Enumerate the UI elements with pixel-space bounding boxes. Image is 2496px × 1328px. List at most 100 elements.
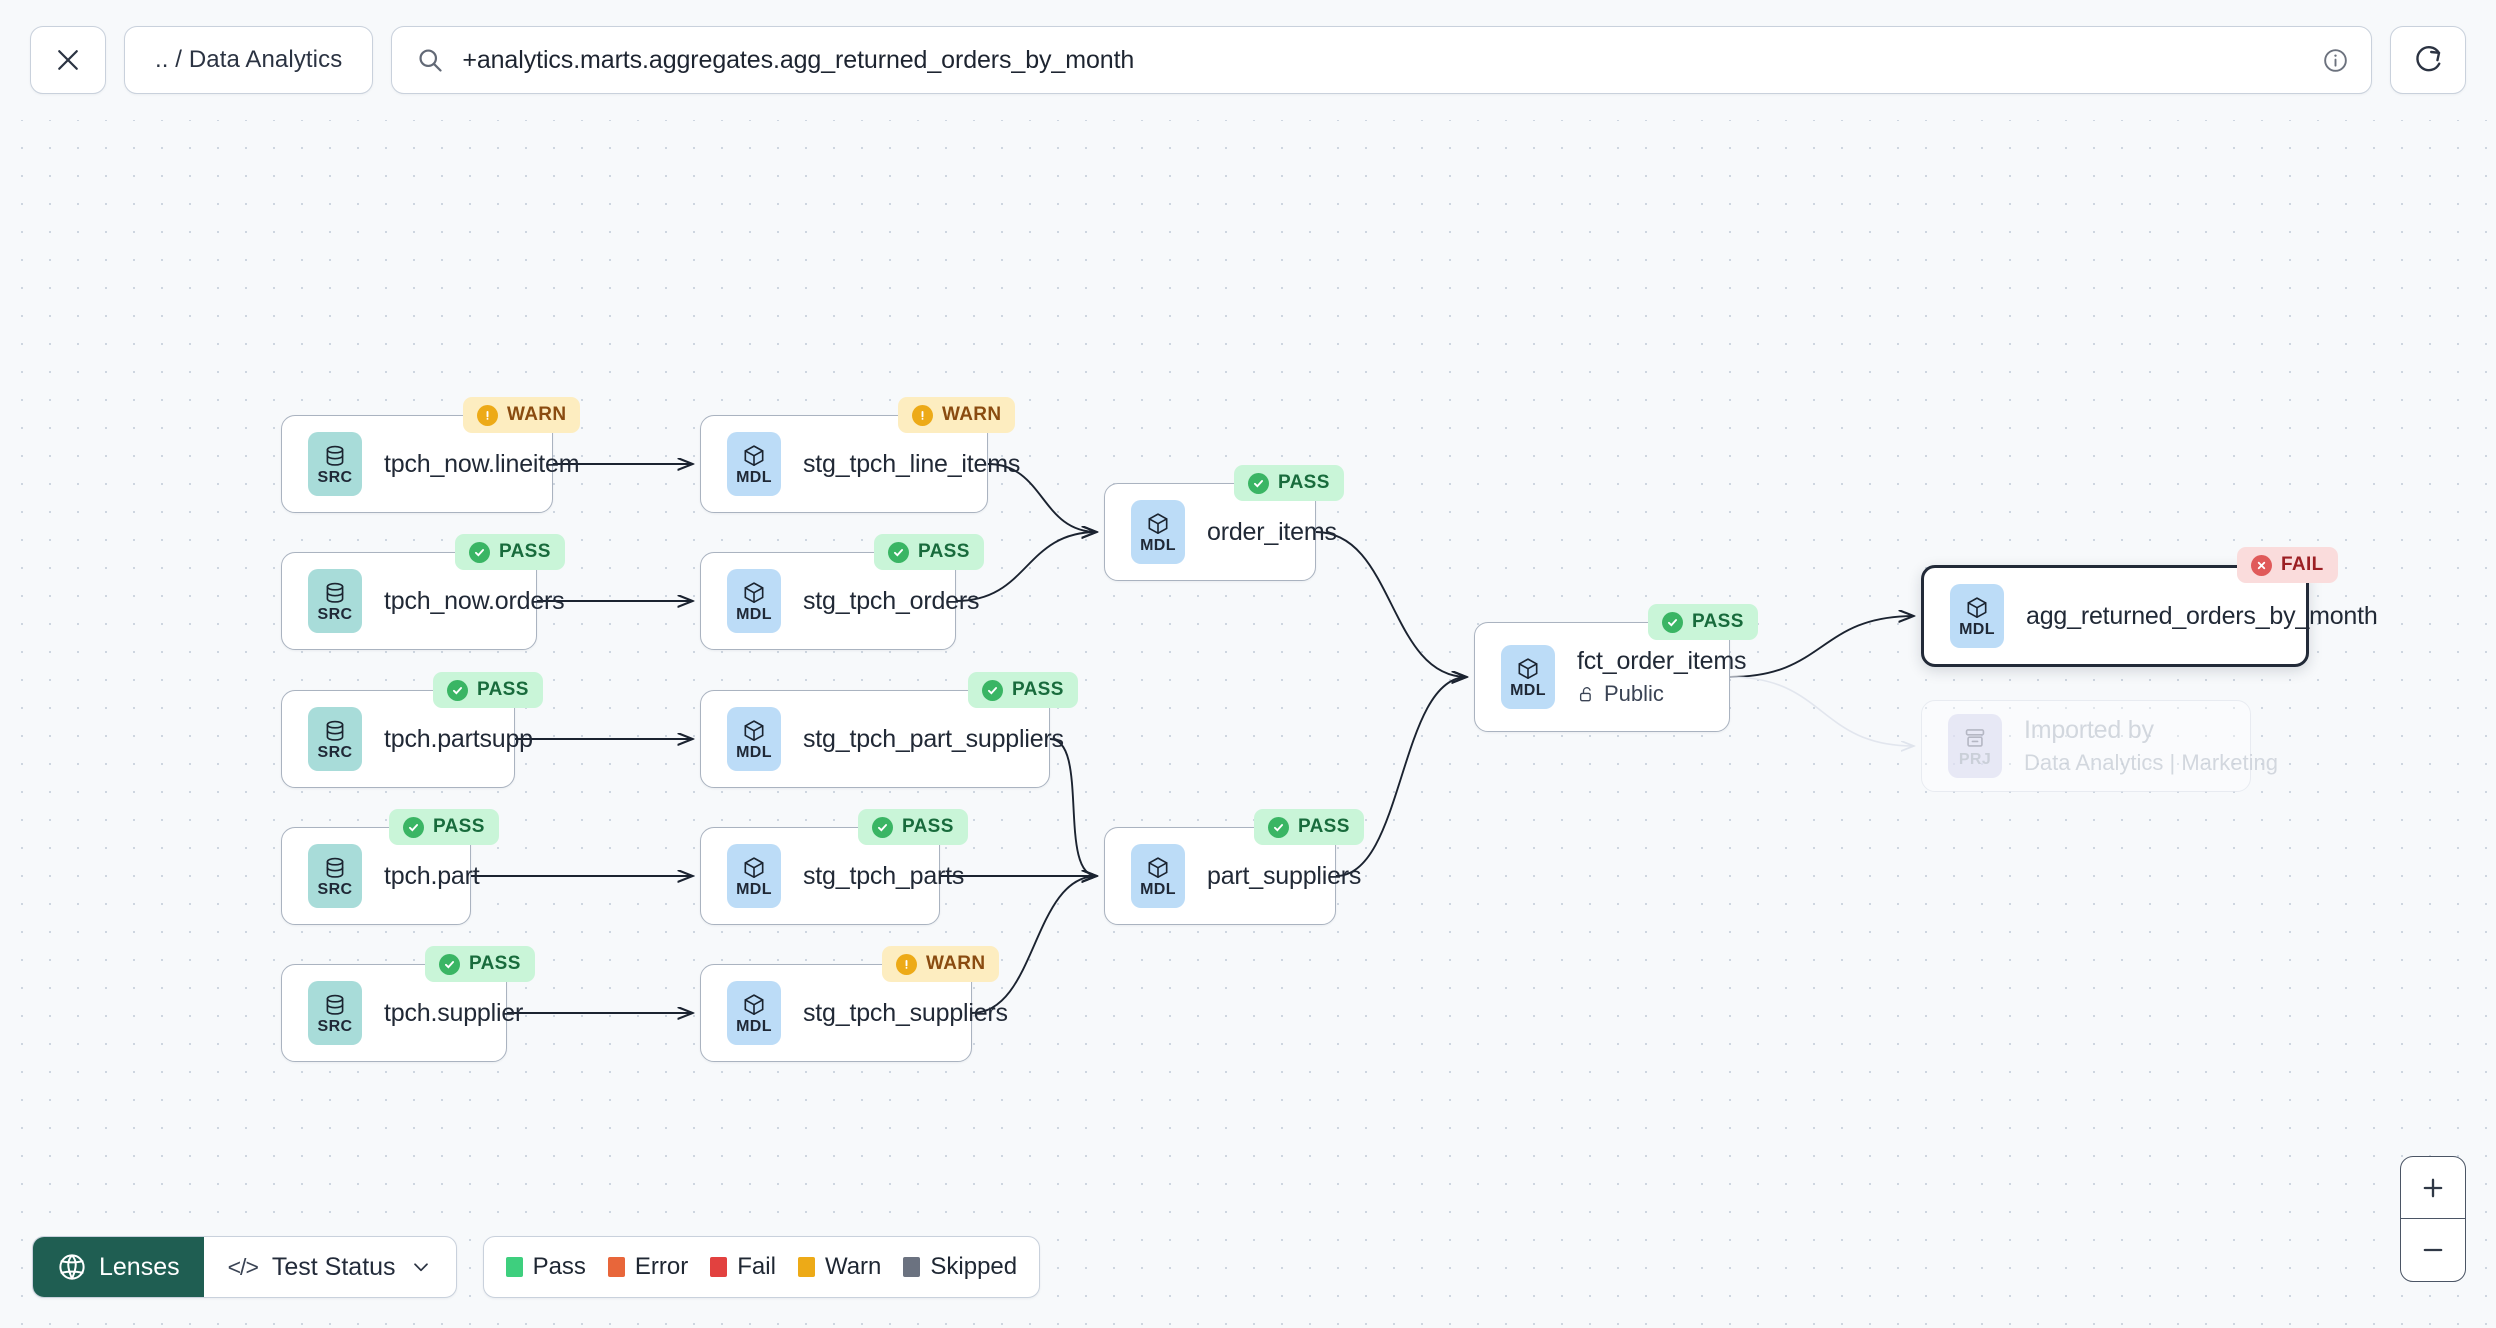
status-badge-label: PASS: [918, 541, 970, 562]
cube-icon: [744, 444, 764, 466]
status-badge-warn[interactable]: WARN: [882, 946, 1000, 982]
database-icon: [326, 445, 344, 466]
status-badge-pass[interactable]: PASS: [1234, 465, 1344, 501]
info-icon[interactable]: [2322, 47, 2349, 74]
status-badge-pass[interactable]: PASS: [1648, 604, 1758, 640]
node-subtitle-label: Public: [1604, 681, 1664, 706]
node-type-label: MDL: [736, 468, 772, 486]
node-text: stg_tpch_line_items: [803, 450, 1020, 479]
node-type-label: SRC: [317, 880, 353, 898]
status-badge-pass[interactable]: PASS: [455, 534, 565, 570]
status-badge-warn[interactable]: WARN: [898, 397, 1016, 433]
refresh-button[interactable]: [2390, 26, 2466, 94]
lineage-edge: [1315, 531, 1467, 677]
legend-label: Error: [634, 1253, 689, 1280]
breadcrumb-label: .. / Data Analytics: [155, 46, 343, 73]
search-icon: [419, 49, 442, 72]
legend-swatch: [797, 1257, 815, 1277]
legend-item-skipped[interactable]: Skipped: [903, 1253, 1017, 1281]
status-badge-pass[interactable]: PASS: [968, 672, 1078, 708]
test-status-dropdown[interactable]: </> Test Status: [204, 1237, 456, 1297]
code-icon: </>: [227, 1253, 259, 1280]
legend-label: Skipped: [930, 1253, 1018, 1280]
status-badge-label: WARN: [507, 404, 567, 425]
check-icon: [877, 823, 888, 832]
search-input[interactable]: [462, 45, 2304, 75]
lineage-edge: [955, 532, 1097, 602]
status-dot: [1268, 816, 1289, 838]
node-text: Imported by Data Analytics | Marketing: [2024, 716, 2278, 776]
lenses-button[interactable]: Lenses: [33, 1237, 204, 1297]
node-name: tpch.supplier: [384, 998, 524, 1027]
lineage-node-tpch_part[interactable]: SRC tpch.part: [281, 827, 480, 925]
lineage-edge: [1335, 677, 1467, 877]
x-icon: [2257, 561, 2266, 569]
cube-icon: [1967, 596, 1987, 618]
status-badge-pass[interactable]: PASS: [425, 946, 535, 982]
status-badge-pass[interactable]: PASS: [874, 534, 984, 570]
node-name: tpch.part: [384, 861, 480, 890]
status-dot: [982, 679, 1003, 701]
legend-item-error[interactable]: Error: [607, 1253, 689, 1281]
node-type-badge-mdl: MDL: [727, 432, 781, 496]
node-text: agg_returned_orders_by_month: [2026, 602, 2378, 631]
node-name: tpch_now.orders: [384, 586, 565, 615]
node-text: tpch_now.lineitem: [384, 450, 580, 479]
search-bar[interactable]: [391, 26, 2372, 94]
zoom-in-button[interactable]: [2401, 1157, 2465, 1219]
status-dot: [477, 404, 498, 426]
legend-item-warn[interactable]: Warn: [797, 1253, 881, 1281]
breadcrumb[interactable]: .. / Data Analytics: [124, 26, 374, 94]
status-dot: [447, 679, 468, 701]
close-button[interactable]: [30, 26, 106, 94]
exclamation-icon: [921, 410, 924, 420]
bottom-toolbar: Lenses </> Test Status Pass Error Fail Warn…: [32, 1236, 1041, 1298]
lineage-node-tpch_now_orders[interactable]: SRC tpch_now.orders: [281, 552, 565, 650]
node-text: tpch.supplier: [384, 998, 524, 1028]
node-name: part_suppliers: [1207, 861, 1362, 890]
legend-item-pass[interactable]: Pass: [505, 1253, 586, 1281]
database-icon: [326, 582, 344, 603]
node-name: Imported by: [2024, 716, 2154, 744]
status-badge-pass[interactable]: PASS: [433, 672, 543, 708]
lineage-edges: [470, 100, 2496, 1328]
status-dot: [439, 953, 460, 975]
status-badge-pass[interactable]: PASS: [389, 809, 499, 845]
top-toolbar: .. / Data Analytics: [0, 0, 2496, 120]
chevron-down-icon: [413, 1263, 428, 1272]
zoom-out-button[interactable]: [2401, 1219, 2465, 1281]
database-icon: [326, 994, 344, 1015]
legend-swatch: [505, 1257, 523, 1277]
status-badge-pass[interactable]: PASS: [858, 809, 968, 845]
status-dot: [912, 404, 933, 426]
status-badge-label: PASS: [1298, 816, 1350, 837]
status-badge-pass[interactable]: PASS: [1254, 809, 1364, 845]
status-badge-label: PASS: [1278, 472, 1330, 493]
node-text: order_items: [1207, 517, 1337, 547]
status-badge-warn[interactable]: WARN: [463, 397, 581, 433]
status-badge-fail[interactable]: FAIL: [2237, 547, 2338, 583]
node-text: stg_tpch_orders: [803, 587, 979, 616]
node-type-badge-src: SRC: [308, 569, 362, 633]
node-type-label: SRC: [317, 743, 353, 761]
cube-icon: [744, 719, 764, 741]
node-type-badge-mdl: MDL: [1131, 500, 1185, 564]
lineage-node-tpch_supplier[interactable]: SRC tpch.supplier: [281, 964, 524, 1062]
status-dot: [469, 541, 490, 563]
status-badge-label: PASS: [1692, 611, 1744, 632]
node-name: order_items: [1207, 517, 1337, 546]
node-type-badge-src: SRC: [308, 981, 362, 1045]
database-icon: [326, 720, 344, 741]
lenses-label: Lenses: [99, 1252, 180, 1281]
node-subtitle-label: Data Analytics | Marketing: [2024, 750, 2278, 775]
legend-item-fail[interactable]: Fail: [710, 1253, 776, 1281]
node-name: stg_tpch_suppliers: [803, 998, 1008, 1027]
node-text: stg_tpch_parts: [803, 862, 964, 891]
